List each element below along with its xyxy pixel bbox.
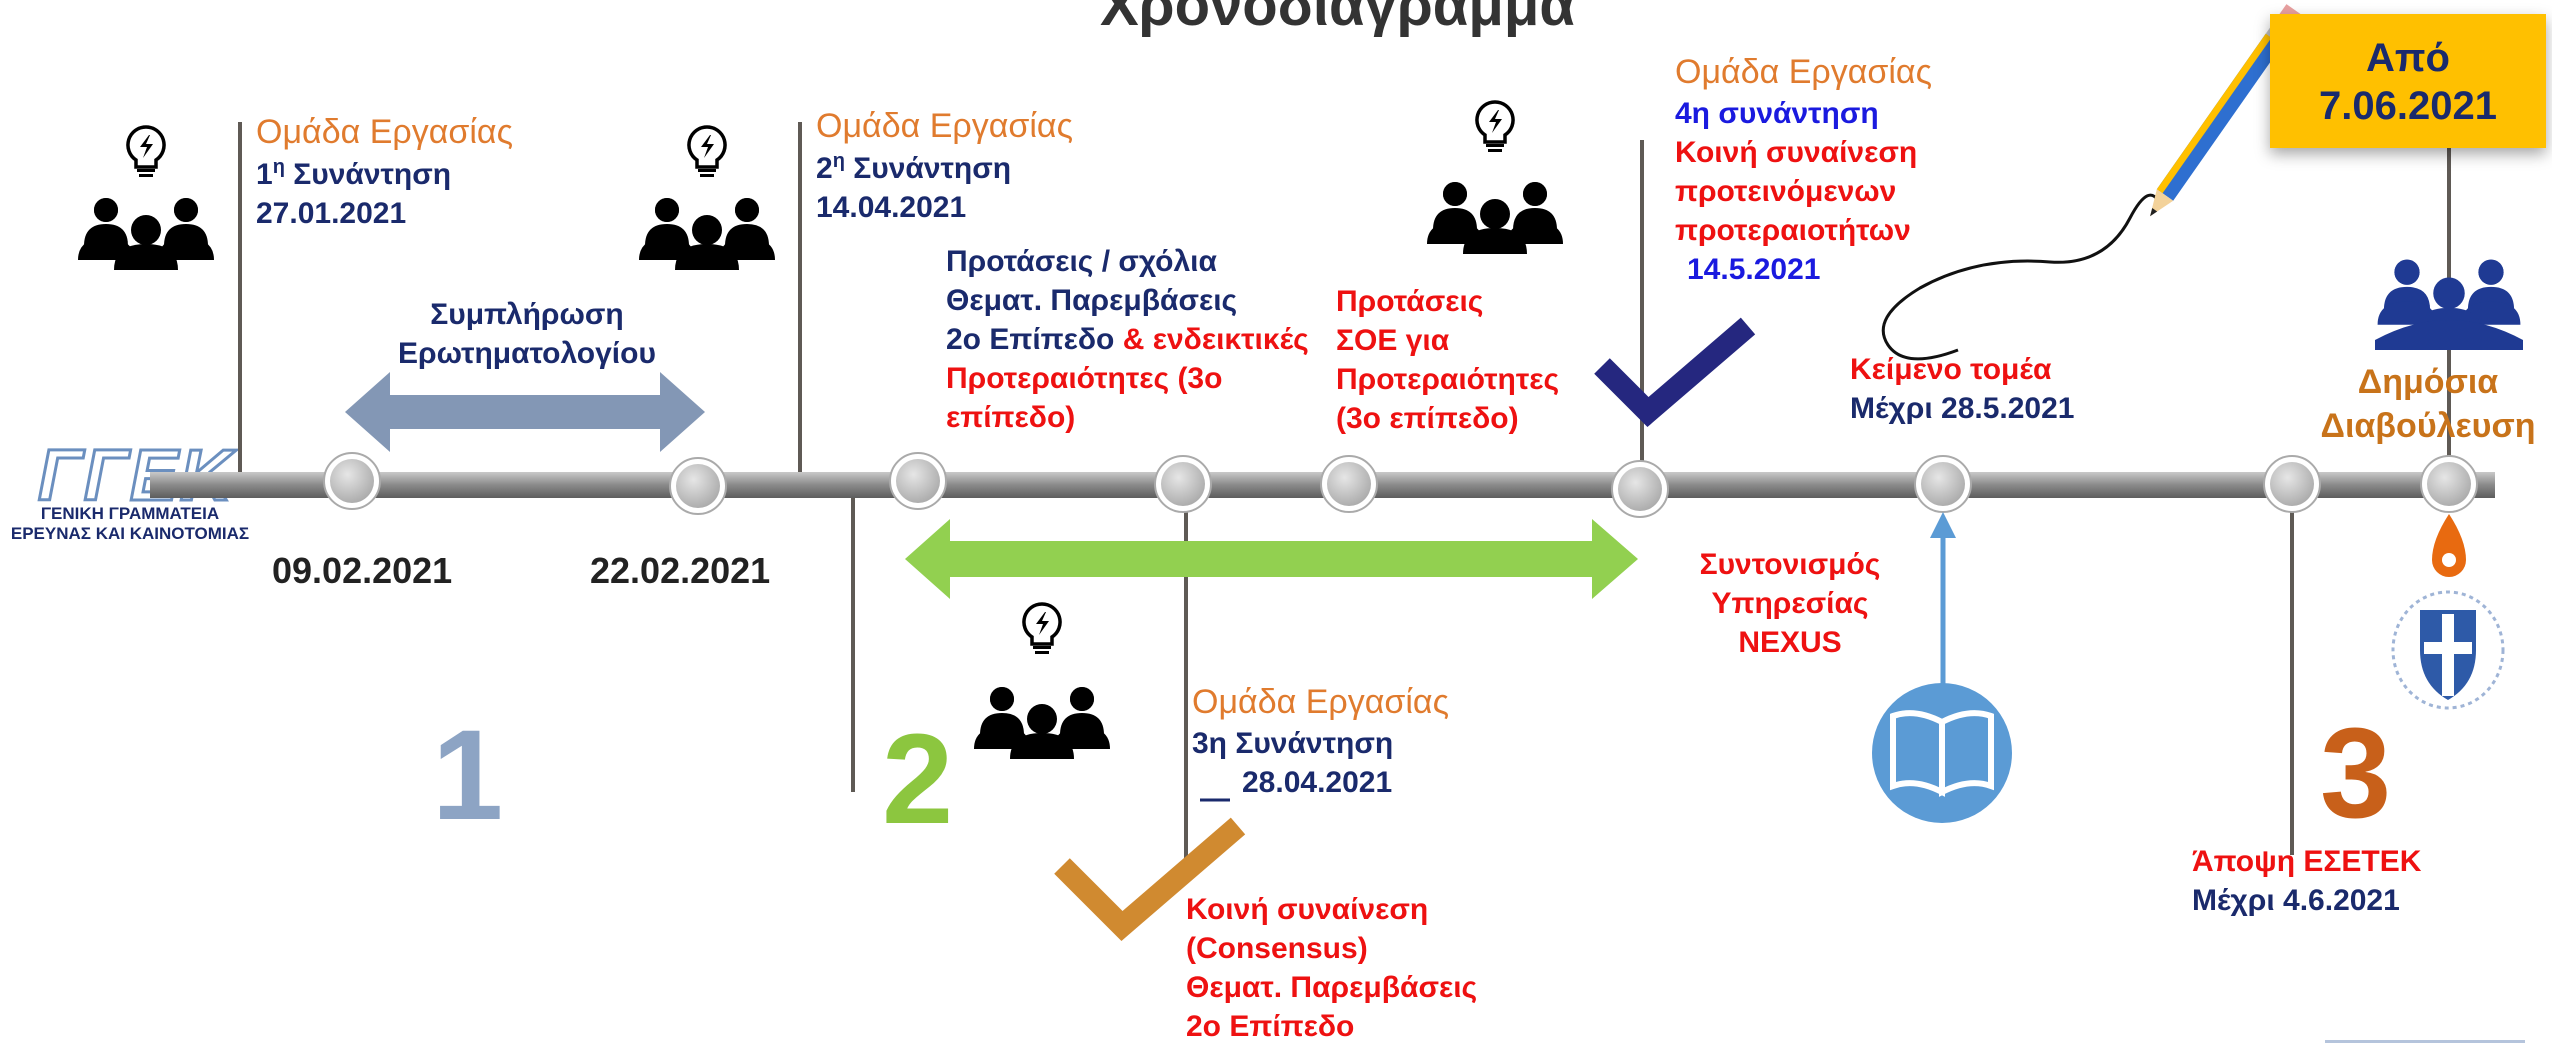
double-arrow-icon: [345, 372, 705, 452]
team-idea-icon: [974, 602, 1110, 759]
esetek-text: Άποψη ΕΣΕΤΕΚ Μέχρι 4.6.2021: [2192, 845, 2422, 917]
meeting-4-line4: προτεραιοτήτων: [1675, 214, 1911, 248]
logo-subtitle-line1: ΓΕΝΙΚΗ ΓΡΑΜΜΑΤΕΙΑ: [40, 504, 220, 523]
meeting-4-group: Ομάδα Εργασίας: [1675, 53, 1932, 91]
soe-proposals-text: Προτάσεις ΣΟΕ για Προτεραιότητες (3ο επί…: [1336, 285, 1560, 435]
phase-2-number: 2: [882, 708, 954, 851]
team-idea-icon: [1427, 100, 1563, 254]
team-icon: [2375, 260, 2523, 350]
hellenic-emblem-icon: [2391, 590, 2505, 710]
meeting-1-date: 27.01.2021: [256, 197, 407, 231]
page-title: Χρονοδιάγραμμα: [1100, 0, 1576, 38]
meeting-4-line2: Κοινή συναίνεση: [1675, 136, 1918, 170]
meeting-1-title: 1η Συνάντηση: [256, 156, 452, 192]
timeline-date-2: 22.02.2021: [590, 550, 771, 591]
nexus-coordination-text: Συντονισμός Υπηρεσίας NEXUS: [1699, 548, 1881, 659]
checkmark-icon: [1594, 317, 1756, 427]
meeting-1: Ομάδα Εργασίας 1η Συνάντηση 27.01.2021: [256, 110, 513, 233]
footer-logo-fragment: [2325, 1040, 2525, 1052]
meeting-4-date: 14.5.2021: [1687, 253, 1821, 287]
meeting-4: Ομάδα Εργασίας 4η συνάντηση Κοινή συναίν…: [1675, 50, 1932, 289]
meeting-2-date: 14.04.2021: [816, 191, 967, 225]
checkmark-icon: [1054, 817, 1246, 942]
meeting-1-group: Ομάδα Εργασίας: [256, 113, 513, 151]
start-date-box: Από 7.06.2021: [2270, 14, 2546, 148]
meeting-3: Ομάδα Εργασίας 3η Συνάντηση 28.04.2021: [1192, 680, 1449, 802]
meeting-3-group: Ομάδα Εργασίας: [1192, 683, 1449, 721]
location-pin-icon: [2432, 514, 2466, 577]
meeting-3-title: 3η Συνάντηση: [1192, 727, 1394, 761]
questionnaire-label: Συμπλήρωση Ερωτηματολογίου: [398, 298, 656, 370]
public-consultation-text: Δημόσια Διαβούλευση: [2320, 363, 2536, 446]
meeting-4-title: 4η συνάντηση: [1675, 97, 1879, 131]
meeting-3-date: 28.04.2021: [1242, 766, 1393, 800]
double-arrow-icon: [905, 519, 1638, 599]
timeline-nodes: [323, 452, 2478, 518]
meeting-2-group: Ομάδα Εργασίας: [816, 107, 1073, 145]
team-idea-icon: [78, 125, 214, 270]
phase-1-number: 1: [432, 704, 504, 847]
sector-text: Κείμενο τομέα Μέχρι 28.5.2021: [1850, 353, 2075, 425]
consensus-text: Κοινή συναίνεση (Consensus) Θεματ. Παρεμ…: [1186, 893, 1478, 1043]
pencil-icon: [1881, 4, 2303, 361]
meeting-2: Ομάδα Εργασίας 2η Συνάντηση 14.04.2021: [816, 104, 1073, 227]
book-icon: [1872, 683, 2012, 823]
team-idea-icon: [639, 125, 775, 270]
phase-3-number: 3: [2320, 702, 2392, 845]
proposals-text: Προτάσεις / σχόλια Θεματ. Παρεμβάσεις 2ο…: [946, 245, 1309, 434]
timeline-date-1: 09.02.2021: [272, 550, 453, 591]
meeting-2-title: 2η Συνάντηση: [816, 150, 1012, 186]
logo-subtitle-line2: ΕΡΕΥΝΑΣ ΚΑΙ ΚΑΙΝΟΤΟΜΙΑΣ: [10, 524, 250, 543]
meeting-4-line3: προτεινόμενων: [1675, 175, 1897, 209]
